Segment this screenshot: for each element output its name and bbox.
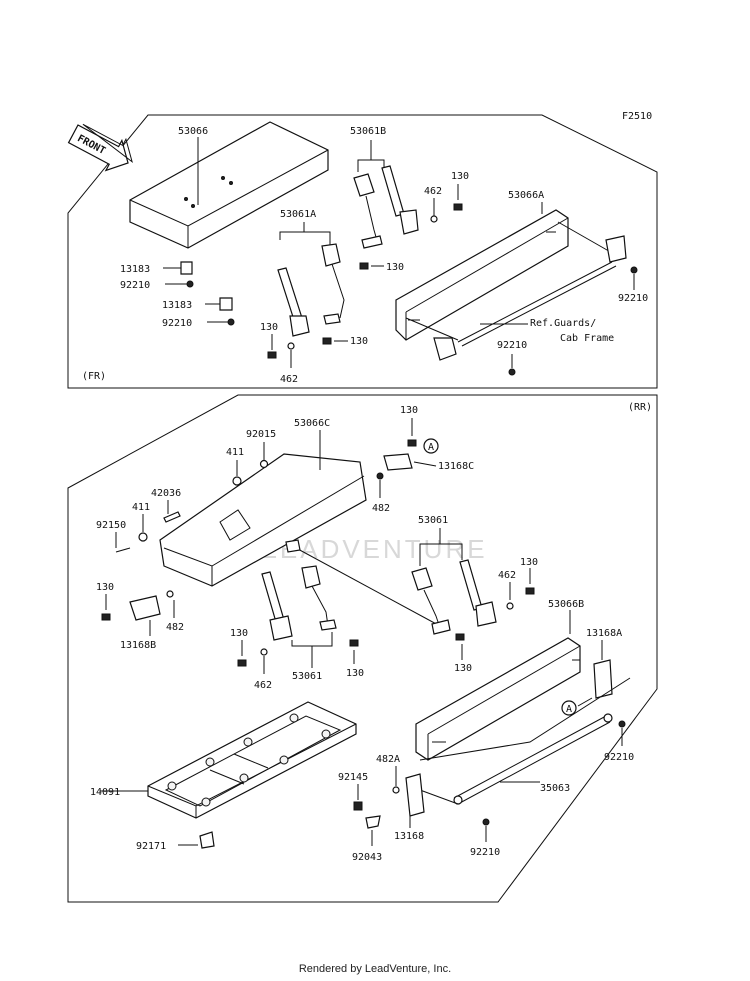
part-label: 411 [226,447,244,458]
part-label: 130 [454,663,472,674]
part-label: 130 [260,322,278,333]
part-label: 13168A [586,628,622,639]
belt-retractor [277,243,345,337]
figure-code: F2510 [622,111,652,122]
part-label: 92043 [352,852,382,863]
part-label: 92150 [96,520,126,531]
part-label: 130 [230,628,248,639]
part-label: 462 [498,570,516,581]
part-label: 13183 [162,300,192,311]
belt-retractor [411,559,497,635]
ref-label: Cab Frame [560,333,614,344]
part-label: 53066A [508,190,544,201]
storage-tray [147,701,357,819]
section-tag-rr: (RR) [628,402,652,413]
part-label: 482 [166,622,184,633]
part-label: 92171 [136,841,166,852]
part-label: 53066B [548,599,584,610]
callout-a: A [428,442,434,453]
part-label: 92015 [246,429,276,440]
part-label: 13183 [120,264,150,275]
part-label: 53061B [350,126,386,137]
part-label: 130 [451,171,469,182]
belt-retractor [261,565,337,641]
part-label: 130 [386,262,404,273]
part-label: 130 [520,557,538,568]
belt-retractor [353,165,419,249]
rear-section-frame [67,394,658,903]
front-seat-cushion [129,121,329,249]
part-label: 53061 [418,515,448,526]
part-label: 92210 [604,752,634,763]
part-label: 130 [350,336,368,347]
part-label: 53061A [280,209,316,220]
part-label: 13168B [120,640,156,651]
part-label: 130 [96,582,114,593]
rear-backrest [415,637,581,761]
section-tag-fr: (FR) [82,371,106,382]
part-label: 92210 [497,340,527,351]
callout-a: A [566,704,572,715]
ref-label: Ref.Guards/ [530,318,596,329]
part-label: 462 [254,680,272,691]
part-label: 92210 [618,293,648,304]
part-label: 13168 [394,831,424,842]
part-label: 13168C [438,461,474,472]
front-backrest [395,209,569,341]
front-section: FRONT 53066 13183 92210 13183 92210 5306… [67,114,658,389]
part-label: 92210 [120,280,150,291]
part-label: 92210 [470,847,500,858]
part-label: 482 [372,503,390,514]
front-section-frame [67,114,658,389]
footer-credit: Rendered by LeadVenture, Inc. [298,963,452,975]
part-label: 130 [400,405,418,416]
part-label: 462 [280,374,298,385]
part-label: 482A [376,754,400,765]
part-label: 53061 [292,671,322,682]
part-label: 92210 [162,318,192,329]
front-arrow-icon: FRONT [67,123,133,172]
part-label: 462 [424,186,442,197]
part-label: 42036 [151,488,181,499]
part-label: 92145 [338,772,368,783]
part-label: 14091 [90,787,120,798]
part-label: 53066C [294,418,330,429]
part-label: 130 [346,668,364,679]
part-label: 53066 [178,126,208,137]
rear-section: (RR) LEADVENTURE 53066C 92015 411 42036 … [67,394,658,903]
part-label: 35063 [540,783,570,794]
rear-seat-cushion [159,453,367,587]
part-label: 411 [132,502,150,513]
